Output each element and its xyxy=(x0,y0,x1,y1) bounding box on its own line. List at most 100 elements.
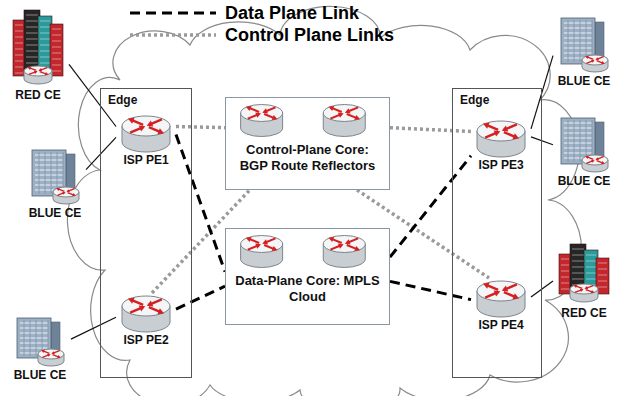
router-arrowhead xyxy=(128,298,135,304)
region-label: Edge xyxy=(101,89,191,111)
router-arrowhead xyxy=(585,56,589,59)
region-label: Edge xyxy=(453,89,541,111)
window-row xyxy=(26,39,38,40)
window-row xyxy=(586,267,596,268)
ce-site: RED CE xyxy=(7,8,69,102)
control-plane-link xyxy=(390,128,471,132)
router-arrowhead xyxy=(494,291,501,297)
window-row xyxy=(15,55,23,56)
window-row xyxy=(52,65,61,66)
window-row xyxy=(26,21,38,22)
data-plane-link xyxy=(390,281,471,299)
device-label: BLUE CE xyxy=(24,206,86,220)
router-top xyxy=(582,55,608,65)
window-row xyxy=(15,25,23,26)
router-arrowhead xyxy=(157,308,164,314)
router-arrowhead xyxy=(246,106,252,111)
router-arrowhead xyxy=(329,106,335,111)
router-arrowhead xyxy=(483,283,490,289)
window-column xyxy=(574,120,575,162)
data-plane-link xyxy=(176,135,225,272)
router-top xyxy=(570,284,598,294)
window-column xyxy=(24,320,25,356)
router-icon xyxy=(471,118,531,158)
window-row xyxy=(40,57,50,58)
router-arrowhead xyxy=(34,71,38,74)
router-top xyxy=(24,66,52,76)
router-arrowhead xyxy=(573,285,577,288)
window-row xyxy=(598,263,607,264)
window-row xyxy=(561,259,569,260)
window-row xyxy=(40,63,50,64)
window-row xyxy=(561,271,569,272)
window-column xyxy=(586,20,587,62)
window-row xyxy=(40,21,50,22)
window-row xyxy=(40,27,50,28)
pe-router: ISP PE2 xyxy=(116,293,176,347)
legend: Data Plane LinkControl Plane Links xyxy=(130,2,394,46)
router-arrowhead xyxy=(512,133,519,139)
core-label: Control-Plane Core: BGP Route Reflectors xyxy=(226,142,389,180)
router-arrowhead xyxy=(272,246,278,251)
window-row xyxy=(26,63,38,64)
window-row xyxy=(572,267,584,268)
router-arrowhead xyxy=(262,239,268,244)
legend-line xyxy=(130,33,216,37)
core-label: Data-Plane Core: MPLS Cloud xyxy=(226,273,389,311)
device-label: BLUE CE xyxy=(553,174,615,188)
router-top xyxy=(241,105,283,122)
router-arrowhead xyxy=(157,128,164,134)
legend-sample xyxy=(130,28,218,42)
window-row xyxy=(586,273,596,274)
router-arrowhead xyxy=(147,121,154,127)
router-arrowhead xyxy=(338,113,344,118)
window-row xyxy=(15,73,23,74)
router-icon xyxy=(116,113,176,153)
legend-line xyxy=(130,12,216,15)
window-row xyxy=(40,51,50,52)
router-arrowhead xyxy=(329,237,335,242)
window-row xyxy=(598,287,607,288)
window-row xyxy=(572,261,584,262)
window-column xyxy=(580,20,581,62)
window-row xyxy=(26,57,38,58)
router-arrowhead xyxy=(494,131,501,137)
window-column xyxy=(39,152,40,194)
router-arrowhead xyxy=(502,286,509,292)
router-arrowhead xyxy=(57,355,61,358)
window-column xyxy=(36,320,37,356)
edge-region: ISP PE1ISP PE2Edge xyxy=(100,88,192,378)
router-arrowhead xyxy=(345,239,351,244)
router-arrowhead xyxy=(139,126,146,132)
window-row xyxy=(52,41,61,42)
window-column xyxy=(586,120,587,162)
access-link xyxy=(531,281,553,297)
router-arrowhead xyxy=(595,157,599,160)
window-column xyxy=(568,120,569,162)
window-row xyxy=(26,27,38,28)
router-arrowhead xyxy=(128,118,135,124)
router-top xyxy=(122,116,170,136)
window-row xyxy=(26,15,38,16)
ce-site: BLUE CE xyxy=(24,148,86,220)
window-row xyxy=(26,51,38,52)
router-arrowhead xyxy=(56,188,60,191)
router-arrowhead xyxy=(338,244,344,249)
access-link xyxy=(86,137,116,169)
edge-region: ISP PE3ISP PE4Edge xyxy=(452,88,542,378)
router-arrowhead xyxy=(591,160,595,163)
router-pair xyxy=(226,229,388,273)
router-top xyxy=(582,155,608,165)
router-arrowhead xyxy=(72,193,76,196)
pe-router: ISP PE4 xyxy=(471,278,531,332)
router-top xyxy=(323,105,365,122)
router-arrowhead xyxy=(51,351,55,354)
building-icon xyxy=(24,148,86,206)
window-row xyxy=(15,67,23,68)
legend-text: Data Plane Link xyxy=(225,2,359,24)
window-row xyxy=(52,35,61,36)
device-label: ISP PE4 xyxy=(471,318,531,332)
window-row xyxy=(598,275,607,276)
